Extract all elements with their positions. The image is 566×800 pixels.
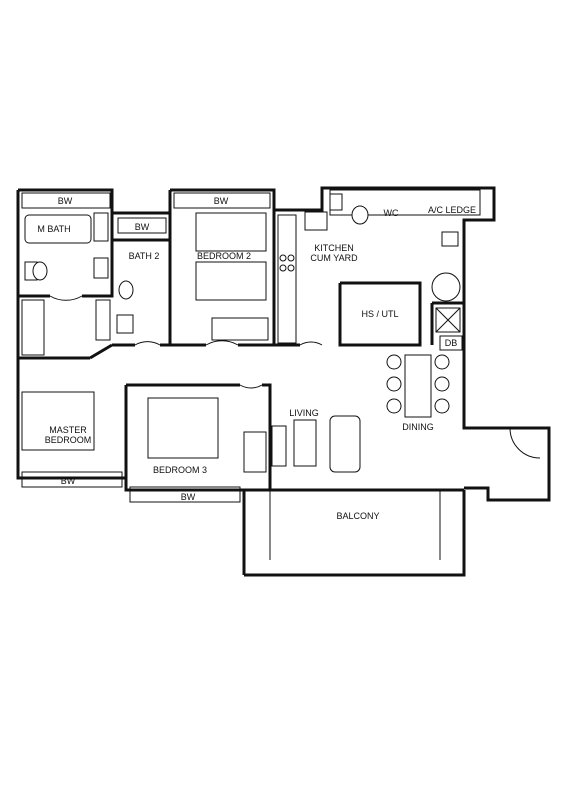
doors xyxy=(49,295,541,459)
bay-window-bath2 xyxy=(117,217,167,234)
wardrobe-icon xyxy=(95,299,111,341)
living-dining-furniture xyxy=(271,354,450,473)
db-box xyxy=(439,335,463,351)
label-bedroom3: BEDROOM 3 xyxy=(153,465,207,475)
sink-icon xyxy=(93,257,109,279)
label-balcony: BALCONY xyxy=(336,511,379,521)
interior-walls xyxy=(18,188,464,490)
heater-icon xyxy=(441,231,459,247)
sink-icon xyxy=(304,211,328,231)
entrance-door-swing xyxy=(509,427,541,459)
tv-console xyxy=(271,425,287,467)
coffee-table xyxy=(293,419,317,467)
bathtub-icon xyxy=(24,214,92,244)
label-bedroom2: BEDROOM 2 xyxy=(197,251,251,261)
bay-window-master-top xyxy=(21,192,111,209)
door-swing xyxy=(239,384,263,389)
chair-icon xyxy=(386,354,402,370)
label-db: DB xyxy=(445,338,458,348)
label-kitchen-1: KITCHEN xyxy=(314,243,354,253)
label-bw-bath2: BW xyxy=(135,222,150,232)
sofa-icon xyxy=(329,415,361,473)
sink-icon xyxy=(116,314,134,334)
label-kitchen-2: CUM YARD xyxy=(310,253,358,263)
door-swing xyxy=(134,341,161,346)
label-bw-bedroom3: BW xyxy=(181,492,196,502)
label-dining: DINING xyxy=(402,422,434,432)
wardrobes xyxy=(21,299,269,473)
label-wc: WC xyxy=(384,208,399,218)
door-swing xyxy=(205,340,239,346)
label-master-2: BEDROOM xyxy=(45,435,92,445)
door-swing xyxy=(299,341,323,346)
door-swing xyxy=(49,295,83,301)
kitchen-counter xyxy=(277,214,297,344)
toilet-icon xyxy=(351,205,369,225)
label-bath2: BATH 2 xyxy=(129,251,160,261)
bed-icon xyxy=(21,391,95,451)
label-m-bath: M BATH xyxy=(37,224,70,234)
bay-window-bedroom2 xyxy=(173,192,271,209)
bay-window-bedroom3 xyxy=(129,486,241,503)
sink-icon xyxy=(93,212,109,242)
stove-icon xyxy=(279,254,287,262)
wardrobe-icon xyxy=(211,317,269,341)
label-hs-utl: HS / UTL xyxy=(361,309,398,319)
beds xyxy=(21,212,267,459)
label-bw-master-bottom: BW xyxy=(61,476,76,486)
bay-window-master-bottom xyxy=(21,471,123,488)
label-living: LIVING xyxy=(289,408,319,418)
washer-icon xyxy=(431,272,461,302)
wardrobe-icon xyxy=(243,431,267,473)
wardrobe-icon xyxy=(21,299,45,356)
room-labels: BW M BATH BW BATH 2 BW BEDROOM 2 WC A/C … xyxy=(37,196,476,521)
dining-table xyxy=(404,354,432,418)
bed-icon xyxy=(195,212,267,252)
label-ac-ledge: A/C LEDGE xyxy=(428,205,476,215)
bed-icon xyxy=(147,397,219,459)
label-bw-master-top: BW xyxy=(58,196,73,206)
bay-windows xyxy=(21,189,481,503)
fixtures xyxy=(24,193,463,351)
bed-icon xyxy=(195,261,267,301)
sink-icon xyxy=(329,193,343,211)
toilet-icon xyxy=(118,280,134,300)
label-bw-bedroom2: BW xyxy=(214,196,229,206)
label-master-1: MASTER xyxy=(49,425,87,435)
